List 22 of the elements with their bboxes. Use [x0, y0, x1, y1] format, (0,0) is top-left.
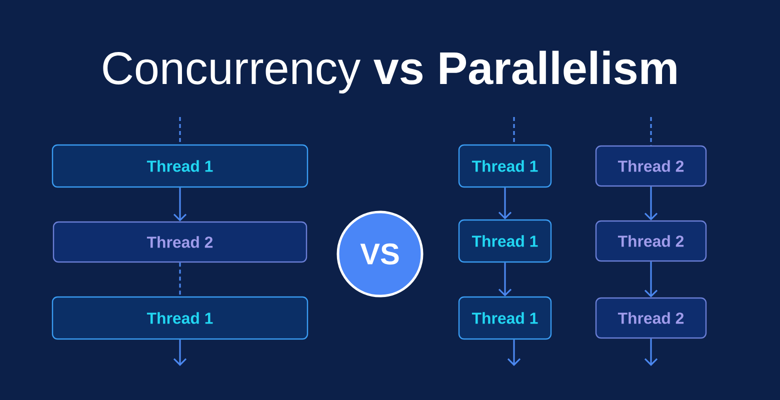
thread-box: Thread 1	[52, 144, 308, 188]
thread-box: Thread 2	[595, 220, 707, 262]
thread-box: Thread 1	[52, 296, 308, 340]
dashed-line	[179, 117, 181, 144]
arrow	[173, 188, 187, 222]
arrow	[498, 262, 512, 296]
arrow	[644, 338, 658, 366]
dashed-line	[513, 117, 515, 144]
dashed-line	[650, 117, 652, 146]
thread-box: Thread 1	[458, 144, 552, 188]
thread-box: Thread 1	[458, 219, 552, 263]
title: Concurrency vs Parallelism	[103, 50, 676, 94]
thread-box: Thread 2	[595, 145, 707, 187]
arrow	[644, 186, 658, 220]
thread-box: Thread 2	[52, 221, 308, 263]
arrow	[507, 340, 521, 366]
arrow	[173, 340, 187, 366]
arrow	[498, 188, 512, 220]
arrow	[644, 262, 658, 298]
thread-box: Thread 2	[595, 297, 707, 339]
dashed-line	[179, 262, 181, 296]
thread-box: Thread 1	[458, 296, 552, 340]
